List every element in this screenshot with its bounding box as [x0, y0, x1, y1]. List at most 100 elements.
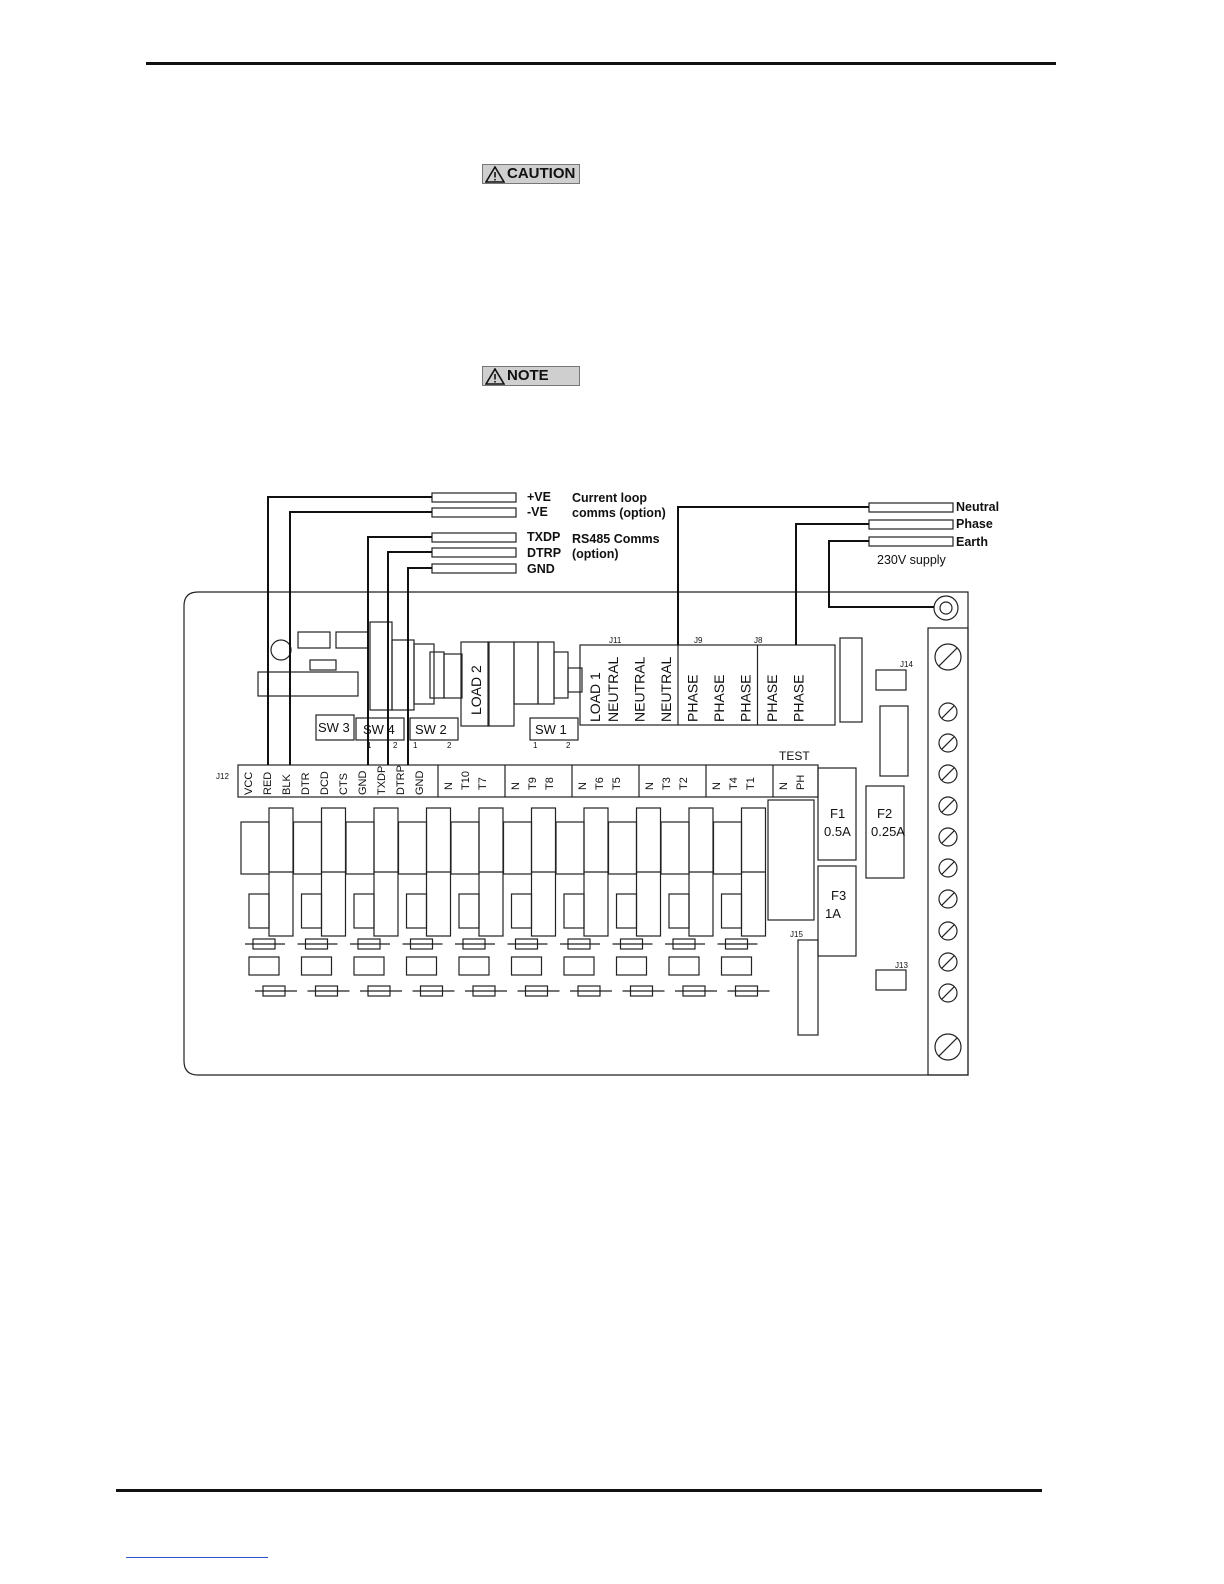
- terminal-group-label: T3: [661, 777, 673, 790]
- terminal-group-label: PH: [795, 775, 807, 790]
- switch-sw4-label: SW 4: [363, 722, 395, 737]
- relay-small: [615, 893, 638, 929]
- label-rs485-1: RS485 Comms: [572, 532, 660, 546]
- connector-j15: J15: [790, 930, 803, 939]
- terminal-screw: [938, 889, 958, 909]
- relay-small: [510, 893, 533, 929]
- resistor-body: [252, 938, 276, 950]
- label-current-loop-2: comms (option): [572, 506, 666, 520]
- lead-phase: [868, 519, 954, 530]
- header-rule: [146, 62, 1056, 65]
- j12-pin-label: GND: [357, 771, 369, 796]
- wire-phase: [795, 523, 869, 645]
- terminal-screw: [938, 733, 958, 753]
- relay-block: [555, 821, 585, 875]
- terminal-screw-slot: [941, 955, 955, 969]
- resistor-body: [619, 938, 644, 950]
- connector-j13: J13: [895, 961, 908, 970]
- wire-txdp: [367, 536, 432, 765]
- capacitor-body: [510, 956, 543, 976]
- terminal-screw: [938, 796, 958, 816]
- terminal-screw-slot: [941, 736, 955, 750]
- lead-earth: [868, 536, 954, 547]
- j12-pin-label: DCD: [319, 771, 331, 795]
- switch-sw1-label: SW 1: [535, 722, 567, 737]
- terminal-group-label: T8: [544, 777, 556, 790]
- lead-dtrp: [431, 547, 517, 558]
- resistor-body: [262, 985, 286, 997]
- terminal-group-label: T6: [594, 777, 606, 790]
- sw2-pin-1: 1: [413, 741, 418, 750]
- lead-txdp: [431, 532, 517, 543]
- resistor-body: [567, 938, 591, 950]
- relay-block: [607, 821, 638, 875]
- label-pve: +VE: [527, 490, 551, 504]
- terminal-screw-slot: [941, 892, 955, 906]
- resistor-body: [724, 938, 749, 950]
- terminal-screw-slot: [941, 861, 955, 875]
- relay-block: [660, 821, 690, 875]
- relay-block: [292, 821, 323, 875]
- terminal-screw: [938, 858, 958, 878]
- lead-gnd: [431, 563, 517, 574]
- label-dtrp: DTRP: [527, 546, 561, 560]
- j12-pin-label: DTR: [300, 772, 312, 795]
- relay-block: [502, 821, 533, 875]
- label-gnd: GND: [527, 562, 555, 576]
- relay-small: [300, 893, 323, 929]
- terminal-label: PHASE: [791, 675, 807, 722]
- terminal-group-label: T5: [611, 777, 623, 790]
- relay-block: [712, 821, 743, 875]
- resistor-body: [314, 985, 339, 997]
- sw2-pin-2: 2: [447, 741, 452, 750]
- wire-gnd: [407, 567, 432, 765]
- connector-j12: J12: [216, 772, 229, 781]
- terminal-screw: [938, 764, 958, 784]
- j12-pin-label: VCC: [243, 772, 255, 795]
- resistor-body: [367, 985, 391, 997]
- terminal-group-label: N: [711, 782, 723, 790]
- relay-small: [353, 893, 375, 929]
- terminal-screw-slot: [938, 647, 958, 667]
- fuse-f3: [817, 865, 857, 957]
- terminal-group-label: N: [510, 782, 522, 790]
- resistor-body: [409, 938, 434, 950]
- sw4-pin-1: 1: [367, 741, 372, 750]
- resistor-body: [462, 938, 486, 950]
- capacitor-body: [248, 956, 280, 976]
- j11-j8-terminal-block: [579, 644, 836, 726]
- resistor-body: [514, 938, 539, 950]
- resistor-body: [304, 938, 329, 950]
- terminal-screw: [938, 921, 958, 941]
- capacitor-body: [405, 956, 438, 976]
- j12-pin-label: DTRP: [395, 765, 407, 795]
- lead-neutral: [868, 502, 954, 513]
- note-label: NOTE: [507, 367, 549, 384]
- label-phase: Phase: [956, 517, 993, 531]
- label-supply: 230V supply: [877, 553, 947, 567]
- label-nve: -VE: [527, 505, 548, 519]
- connector-j9: J9: [694, 636, 703, 645]
- load1-label: LOAD 1: [587, 672, 603, 722]
- warning-triangle-icon: [485, 367, 505, 385]
- caution-label: CAUTION: [507, 165, 576, 182]
- relay-block: [450, 821, 480, 875]
- resistor-body: [472, 985, 496, 997]
- fuse-rating: 1A: [825, 906, 841, 921]
- capacitor-body: [300, 956, 333, 976]
- j12-pin-label: RED: [262, 772, 274, 795]
- resistor-body: [682, 985, 706, 997]
- terminal-screw-slot: [941, 830, 955, 844]
- terminal-screw: [934, 1033, 962, 1061]
- terminal-label: PHASE: [738, 675, 754, 722]
- terminal-group-label: N: [644, 782, 656, 790]
- j12-pin-label: GND: [414, 771, 426, 796]
- terminal-screw-slot: [941, 705, 955, 719]
- sw2: [409, 717, 459, 741]
- label-current-loop-1: Current loop: [572, 491, 647, 505]
- fuse-name: F2: [877, 806, 892, 821]
- j14-pad: [875, 669, 907, 691]
- j13-pad: [875, 969, 907, 991]
- j12-pin-label: CTS: [338, 773, 350, 795]
